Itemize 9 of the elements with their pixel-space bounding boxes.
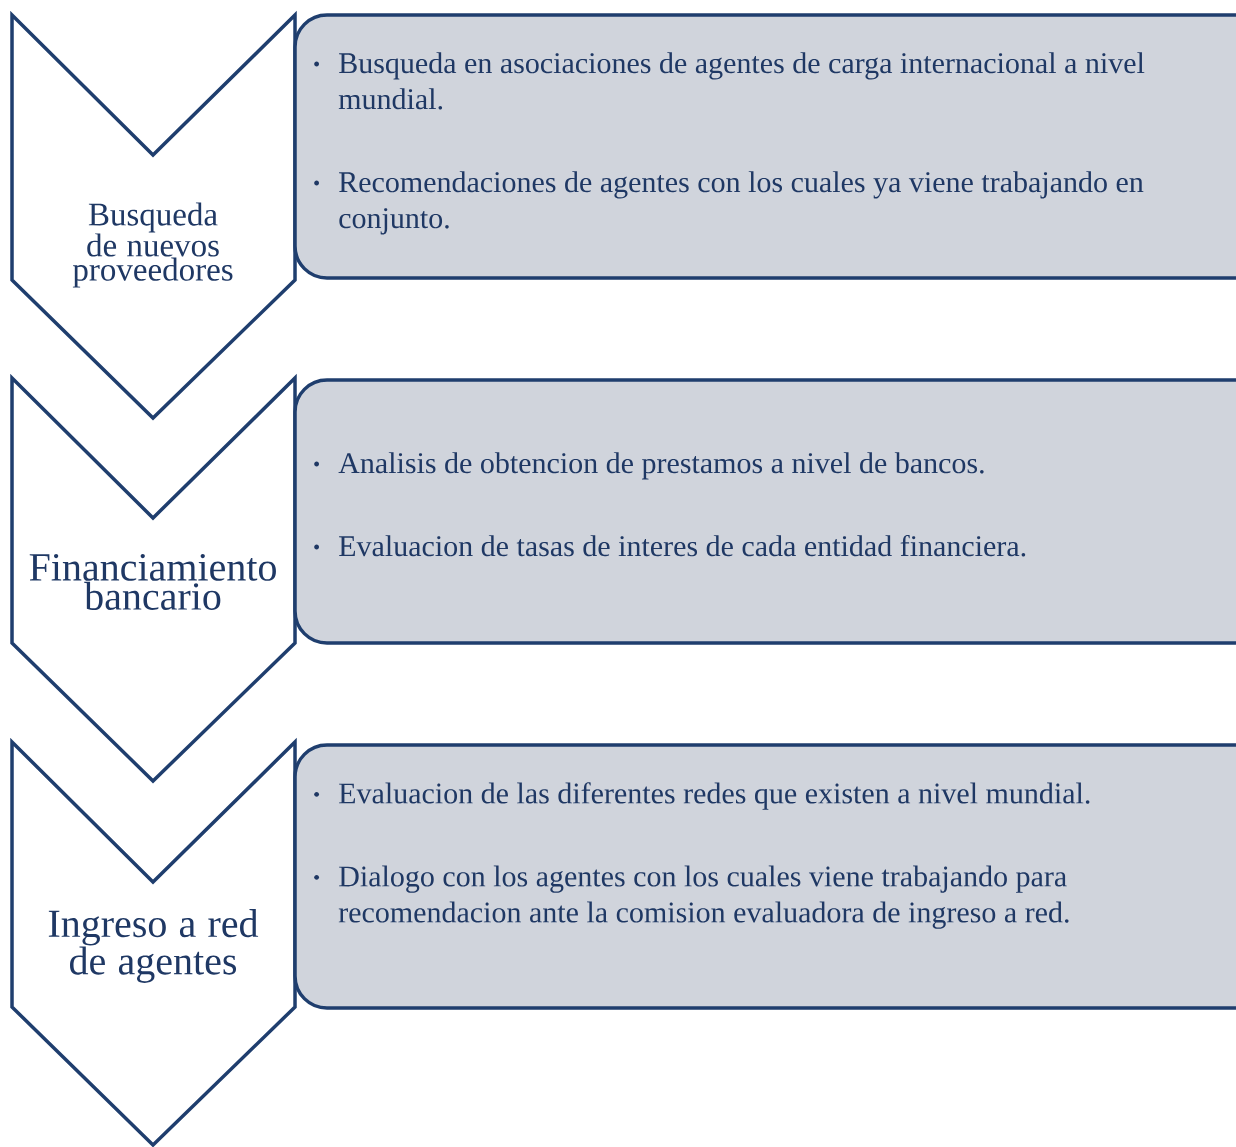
content-box <box>293 378 1236 645</box>
bullet-text: Dialogo con los agentes con los cuales viene trabajando para recomendacion ante la comision evaluadora de ingreso a red. <box>338 865 1069 929</box>
bullet-text: Evaluacion de las diferentes redes que existen a nivel mundial. <box>339 782 1090 810</box>
content-box <box>293 743 1236 1010</box>
bullet-text: Recomendaciones de agentes con los cuales ya viene trabajando en conjunto. <box>339 171 1144 235</box>
bullet-text: Analisis de obtencion de prestamos a nivel de bancos. <box>338 452 984 480</box>
bullet-text: Evaluacion de tasas de interes de cada entidad financiera. <box>339 534 1026 557</box>
content-box <box>293 13 1236 280</box>
bullet-text: Busqueda en asociaciones de agentes de carga internacional a nivel mundial. <box>338 52 1145 110</box>
